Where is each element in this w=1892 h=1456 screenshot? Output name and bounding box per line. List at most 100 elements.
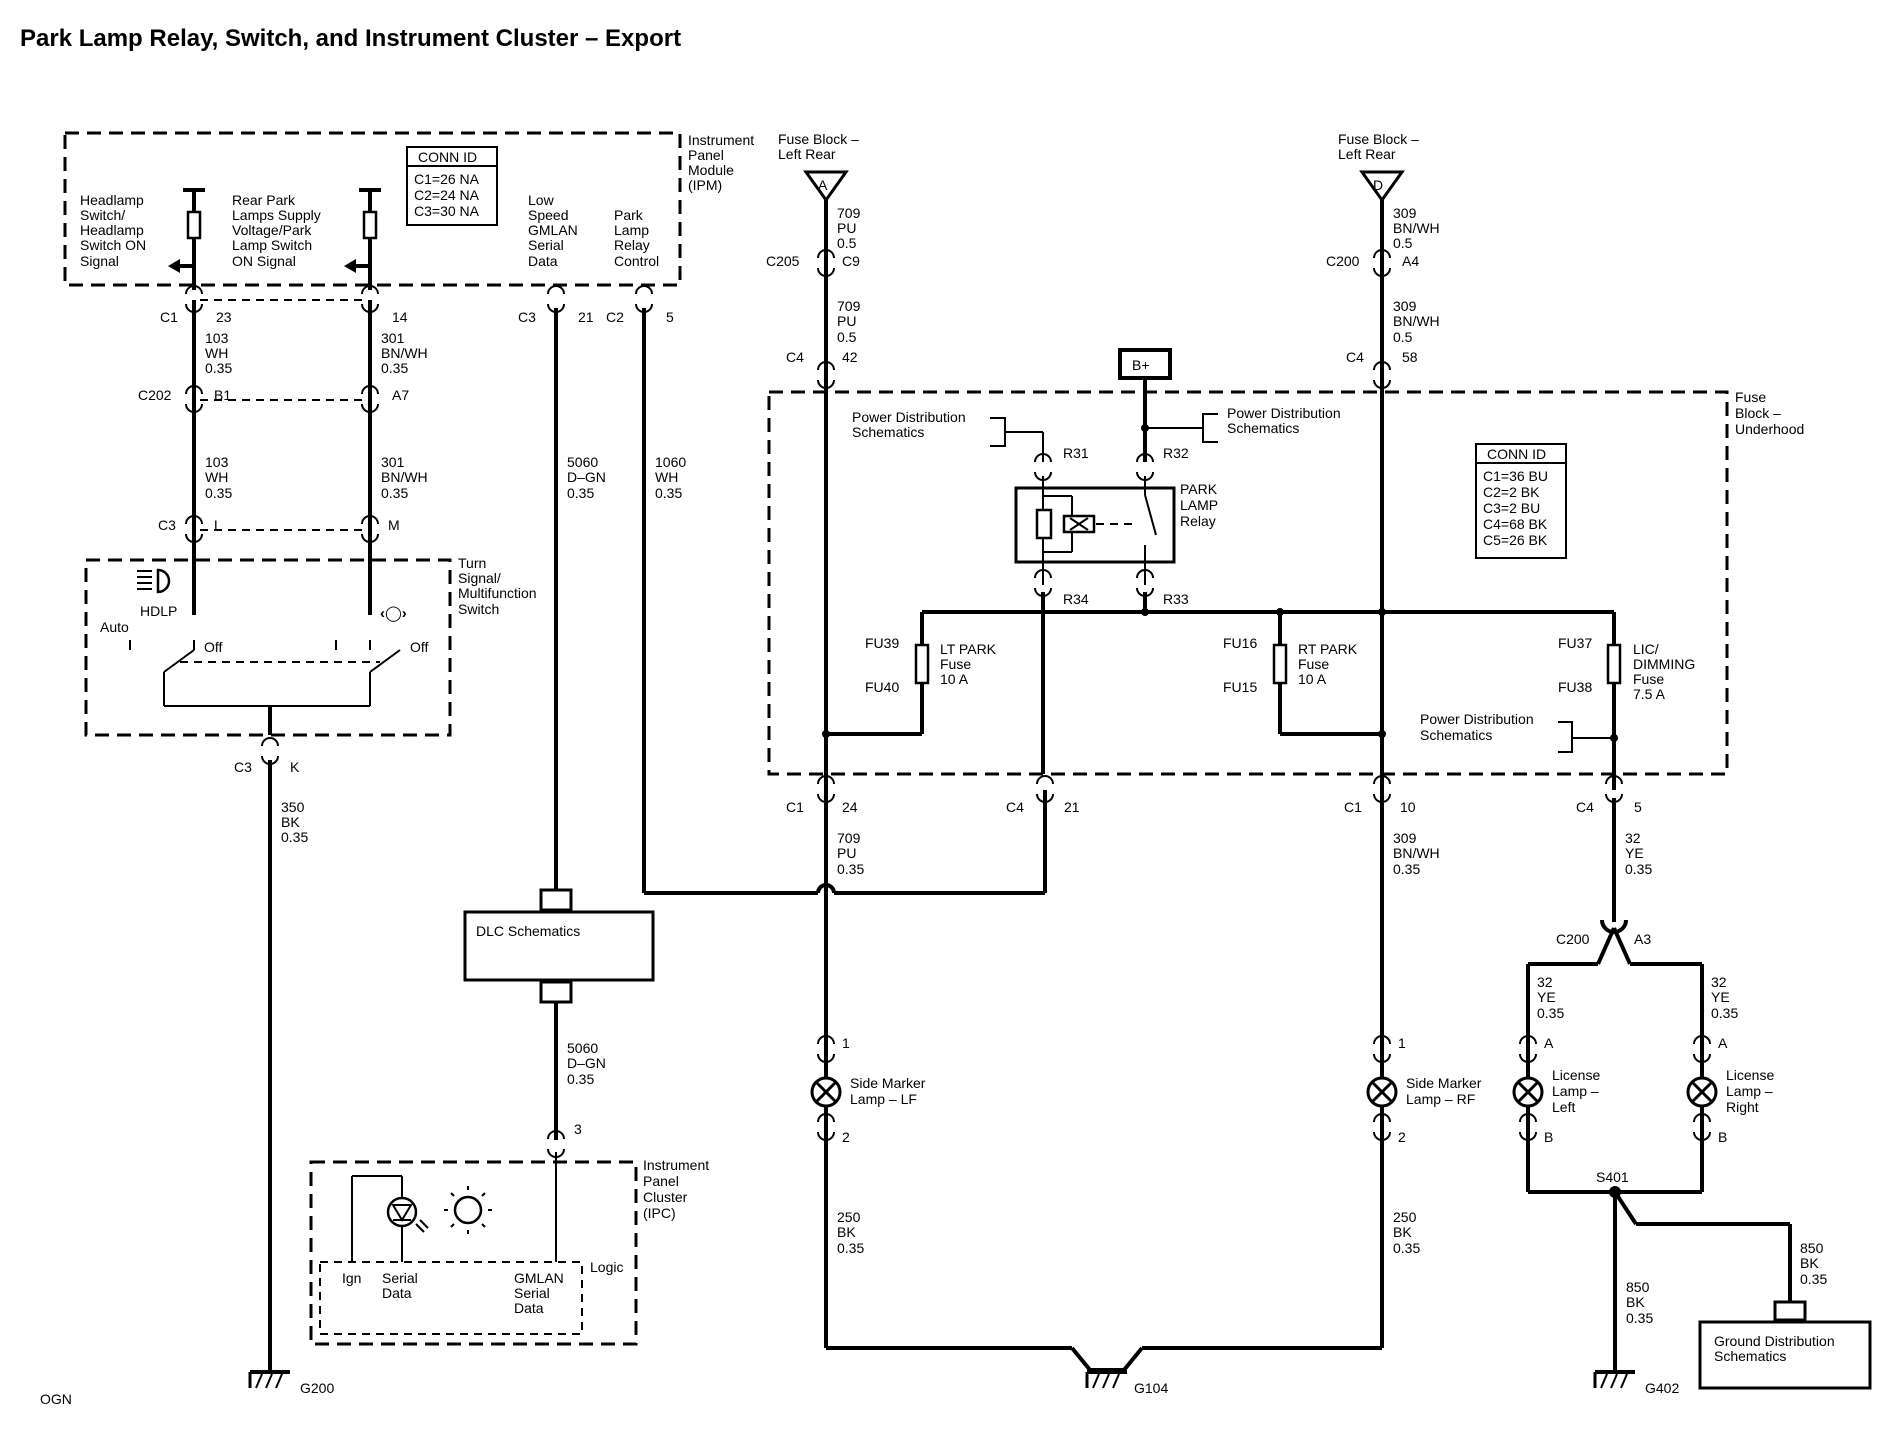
svg-text:0.35: 0.35 (205, 485, 232, 501)
headlamp-icon (137, 568, 171, 594)
svg-text:Left: Left (1552, 1099, 1575, 1115)
relay-pin-r31: R31 (1063, 445, 1089, 461)
svg-text:PU: PU (837, 845, 856, 861)
svg-text:License: License (1552, 1067, 1600, 1083)
svg-text:BN/WH: BN/WH (381, 345, 428, 361)
fuse-block-underhood-outline (767, 390, 1729, 776)
svg-text:Instrument: Instrument (643, 1157, 709, 1173)
svg-text:32: 32 (1625, 830, 1641, 846)
svg-text:Underhood: Underhood (1735, 421, 1804, 437)
svg-text:C3: C3 (518, 309, 536, 325)
battery-positive-box: B+ (1118, 348, 1172, 380)
wire-709-label-mid: 709 PU 0.5 (837, 298, 861, 345)
svg-text:Turn: Turn (458, 555, 486, 571)
wire-250-lf-label: 250 BK 0.35 (837, 1209, 864, 1256)
fuse-fu38-label: FU38 (1558, 679, 1592, 695)
wire-32-right-label: 32 YE 0.35 (1711, 974, 1738, 1021)
svg-text:Signal/: Signal/ (458, 570, 501, 586)
wire-32-label: 32 YE 0.35 (1625, 830, 1652, 877)
svg-text:YE: YE (1711, 989, 1730, 1005)
side-marker-lamp-rf-label: Side Marker Lamp – RF (1406, 1075, 1482, 1107)
svg-text:Lamp – LF: Lamp – LF (850, 1091, 917, 1107)
svg-text:5: 5 (1634, 799, 1642, 815)
license-right-pin-b: B (1718, 1129, 1727, 1145)
svg-text:C2: C2 (606, 309, 624, 325)
fuse-bus (922, 592, 1614, 774)
svg-text:Fuse: Fuse (1633, 671, 1664, 687)
license-lamp-right-label: License Lamp – Right (1726, 1067, 1774, 1115)
svg-text:Data: Data (514, 1300, 544, 1316)
svg-text:Power Distribution: Power Distribution (1227, 405, 1341, 421)
ipm-input-circuit-right (344, 188, 381, 290)
ground-g402-label: G402 (1645, 1380, 1679, 1396)
fuse-block-source-a: A Fuse Block – Left Rear (778, 131, 859, 203)
connector-c205-labels: C205 C9 (766, 253, 860, 269)
svg-text:BN/WH: BN/WH (1393, 313, 1440, 329)
svg-text:C3: C3 (158, 517, 176, 533)
side-marker-lamp-rf-icon (1366, 1076, 1398, 1108)
ground-g104-icon (1085, 1370, 1129, 1390)
connector-c1-10-labels: C1 10 (1344, 799, 1416, 815)
svg-text:‹◯›: ‹◯› (380, 605, 407, 622)
svg-text:Fuse Block –: Fuse Block – (778, 131, 859, 147)
svg-text:C4=68 BK: C4=68 BK (1483, 516, 1548, 532)
footer-code: OGN (40, 1391, 72, 1407)
svg-text:C202: C202 (138, 387, 172, 403)
svg-text:Side Marker: Side Marker (850, 1075, 926, 1091)
ground-g200-label: G200 (300, 1380, 334, 1396)
multifunction-switch-contacts (129, 590, 401, 735)
svg-text:D–GN: D–GN (567, 1055, 606, 1071)
ground-distribution-schematics-box[interactable]: Ground Distribution Schematics (1698, 1300, 1872, 1390)
svg-text:D–GN: D–GN (567, 469, 606, 485)
svg-text:BK: BK (1626, 1294, 1645, 1310)
svg-text:BN/WH: BN/WH (381, 469, 428, 485)
ipc-gmlan-label: GMLAN Serial Data (514, 1270, 564, 1316)
license-lamp-left-icon (1512, 1076, 1544, 1108)
svg-text:Lamp: Lamp (614, 222, 649, 238)
rt-park-fuse-label: RT PARK Fuse 10 A (1298, 641, 1358, 687)
svg-text:250: 250 (837, 1209, 861, 1225)
svg-text:Low: Low (528, 192, 555, 208)
connector-c3-labels: C3 L M (158, 517, 400, 533)
svg-text:K: K (290, 759, 300, 775)
relay-pin-r32: R32 (1163, 445, 1189, 461)
svg-text:0.5: 0.5 (1393, 235, 1413, 251)
svg-text:Voltage/Park: Voltage/Park (232, 222, 312, 238)
svg-text:PU: PU (837, 313, 856, 329)
svg-text:PARK: PARK (1180, 481, 1218, 497)
svg-text:Relay: Relay (1180, 513, 1216, 529)
wire-850-label-right: 850 BK 0.35 (1800, 1240, 1827, 1287)
relay-pin-r33: R33 (1163, 591, 1189, 607)
wire-850-label-left: 850 BK 0.35 (1626, 1279, 1653, 1326)
svg-text:BN/WH: BN/WH (1393, 220, 1440, 236)
svg-text:0.35: 0.35 (1393, 1240, 1420, 1256)
svg-text:YE: YE (1625, 845, 1644, 861)
lt-park-fuse-label: LT PARK Fuse 10 A (940, 641, 997, 687)
underhood-conn-id-table: CONN ID C1=36 BU C2=2 BK C3=2 BU C4=68 B… (1475, 443, 1567, 559)
dlc-schematics-box[interactable]: DLC Schematics (463, 888, 655, 1004)
power-distribution-ref-2[interactable]: Power Distribution Schematics (1141, 405, 1341, 443)
svg-text:Headlamp: Headlamp (80, 192, 144, 208)
svg-text:301: 301 (381, 454, 405, 470)
svg-text:ON Signal: ON Signal (232, 253, 296, 269)
connector-c4-58-labels: C4 58 (1346, 349, 1418, 365)
svg-text:Instrument: Instrument (688, 132, 754, 148)
svg-text:5: 5 (666, 309, 674, 325)
svg-text:14: 14 (392, 309, 408, 325)
fuse-block-source-d: D Fuse Block – Left Rear (1338, 131, 1419, 203)
svg-text:L: L (214, 517, 222, 533)
power-distribution-ref-1[interactable]: Power Distribution Schematics (852, 409, 1044, 462)
side-marker-lamp-lf-icon (810, 1076, 842, 1108)
svg-text:M: M (388, 517, 400, 533)
connector-c200-a3 (1600, 919, 1628, 934)
side-marker-lamp-lf-label: Side Marker Lamp – LF (850, 1075, 926, 1107)
svg-text:10 A: 10 A (940, 671, 969, 687)
svg-text:BK: BK (1800, 1255, 1819, 1271)
wire-309-label-lower: 309 BN/WH 0.35 (1393, 830, 1440, 877)
connector-c1-24-labels: C1 24 (786, 799, 858, 815)
svg-text:C1: C1 (786, 799, 804, 815)
svg-text:B1: B1 (214, 387, 231, 403)
connector-c4-5-labels: C4 5 (1576, 799, 1642, 815)
svg-text:Relay: Relay (614, 237, 650, 253)
power-distribution-ref-3[interactable]: Power Distribution Schematics (1420, 711, 1614, 753)
